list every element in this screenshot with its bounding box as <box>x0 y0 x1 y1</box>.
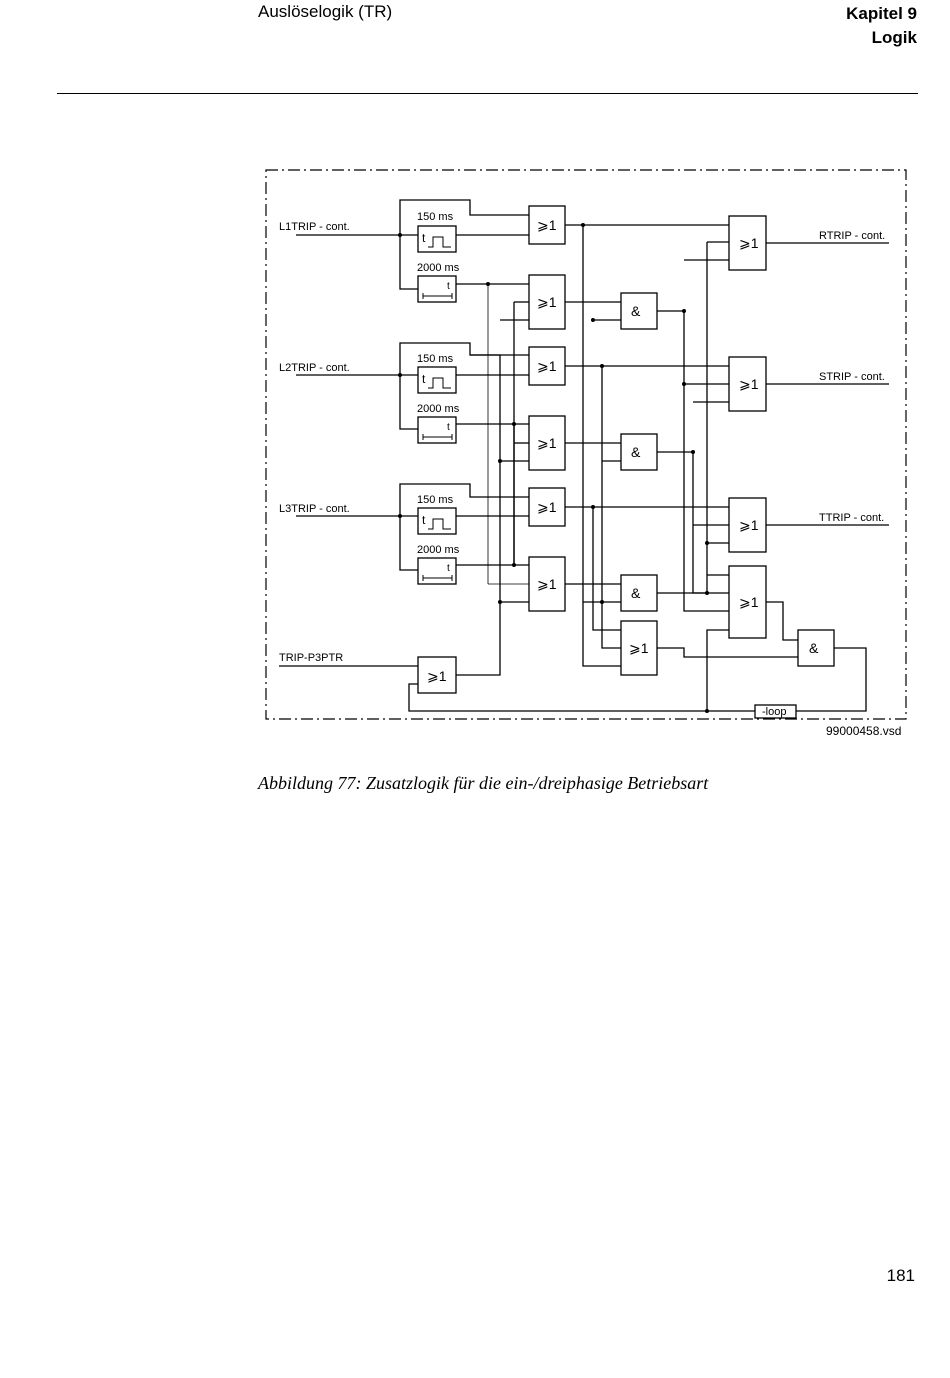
output-t-label: TTRIP - cont. <box>819 512 884 524</box>
t-symbol: t <box>447 422 450 433</box>
or-gate-label: ⩾1 <box>537 435 557 451</box>
chapter-heading: Kapitel 9 Logik <box>846 2 917 50</box>
pulse-timer <box>417 225 457 253</box>
figure-caption: Abbildung 77: Zusatzlogik für die ein-/d… <box>258 773 709 793</box>
or-gate <box>728 215 767 271</box>
and-gate <box>620 433 658 471</box>
pulse-timer <box>417 366 457 394</box>
or-gate-label: ⩾1 <box>537 499 557 515</box>
pulse-time-label: 150 ms <box>417 211 454 223</box>
delay-timer <box>417 557 457 585</box>
and-gate-label: & <box>809 640 819 656</box>
or-gate <box>417 656 457 694</box>
page-number: 181 <box>886 1266 915 1285</box>
delay-time-label: 2000 ms <box>417 262 460 274</box>
output-r-label: RTRIP - cont. <box>819 230 885 242</box>
t-symbol: t <box>422 372 426 386</box>
t-symbol: t <box>422 231 426 245</box>
input-p3-label: TRIP-P3PTR <box>279 652 343 664</box>
chapter-number: Kapitel 9 <box>846 4 917 23</box>
and-gate <box>620 574 658 612</box>
and-gate-label: & <box>631 585 641 601</box>
and-gate <box>797 629 835 667</box>
input-l2-label: L2TRIP - cont. <box>279 362 350 374</box>
chapter-title: Logik <box>871 28 917 47</box>
delay-time-label: 2000 ms <box>417 403 460 415</box>
or-gate <box>528 556 566 612</box>
and-gate-label: & <box>631 303 641 319</box>
or-gate-label: ⩾1 <box>739 517 759 533</box>
section-title: Auslöselogik (TR) <box>258 2 393 21</box>
or-gate <box>528 346 566 386</box>
logic-diagram: 150 ms 2000 ms 150 ms 2000 ms 150 ms 200… <box>265 169 907 720</box>
loop-label: -loop <box>762 706 786 718</box>
pulse-time-label: 150 ms <box>417 353 454 365</box>
or-gate <box>728 356 767 412</box>
or-gate-label: ⩾1 <box>537 358 557 374</box>
input-l3-label: L3TRIP - cont. <box>279 503 350 515</box>
or-gate <box>528 274 566 330</box>
or-gate-label: ⩾1 <box>537 576 557 592</box>
or-gate <box>620 620 658 676</box>
or-gate <box>528 205 566 245</box>
or-gate-label: ⩾1 <box>629 640 649 656</box>
or-gate-label: ⩾1 <box>537 294 557 310</box>
t-symbol: t <box>447 281 450 292</box>
or-gate-label: ⩾1 <box>739 376 759 392</box>
header-rule <box>57 93 918 94</box>
and-gate-label: & <box>631 444 641 460</box>
file-reference: 99000458.vsd <box>826 724 902 738</box>
or-gate <box>728 565 767 639</box>
or-gate <box>528 487 566 527</box>
or-gate-label: ⩾1 <box>537 217 557 233</box>
pulse-timer <box>417 507 457 535</box>
pulse-time-label: 150 ms <box>417 494 454 506</box>
or-gate <box>528 415 566 471</box>
or-gate-label: ⩾1 <box>739 235 759 251</box>
and-gate <box>620 292 658 330</box>
loop-box <box>754 704 797 719</box>
delay-timer <box>417 416 457 444</box>
delay-time-label: 2000 ms <box>417 544 460 556</box>
or-gate <box>728 497 767 553</box>
output-s-label: STRIP - cont. <box>819 371 885 383</box>
input-l1-label: L1TRIP - cont. <box>279 221 350 233</box>
or-gate-label: ⩾1 <box>739 594 759 610</box>
delay-timer <box>417 275 457 303</box>
t-symbol: t <box>422 513 426 527</box>
diagram-frame <box>265 169 907 720</box>
or-gate-label: ⩾1 <box>427 668 447 684</box>
t-symbol: t <box>447 563 450 574</box>
